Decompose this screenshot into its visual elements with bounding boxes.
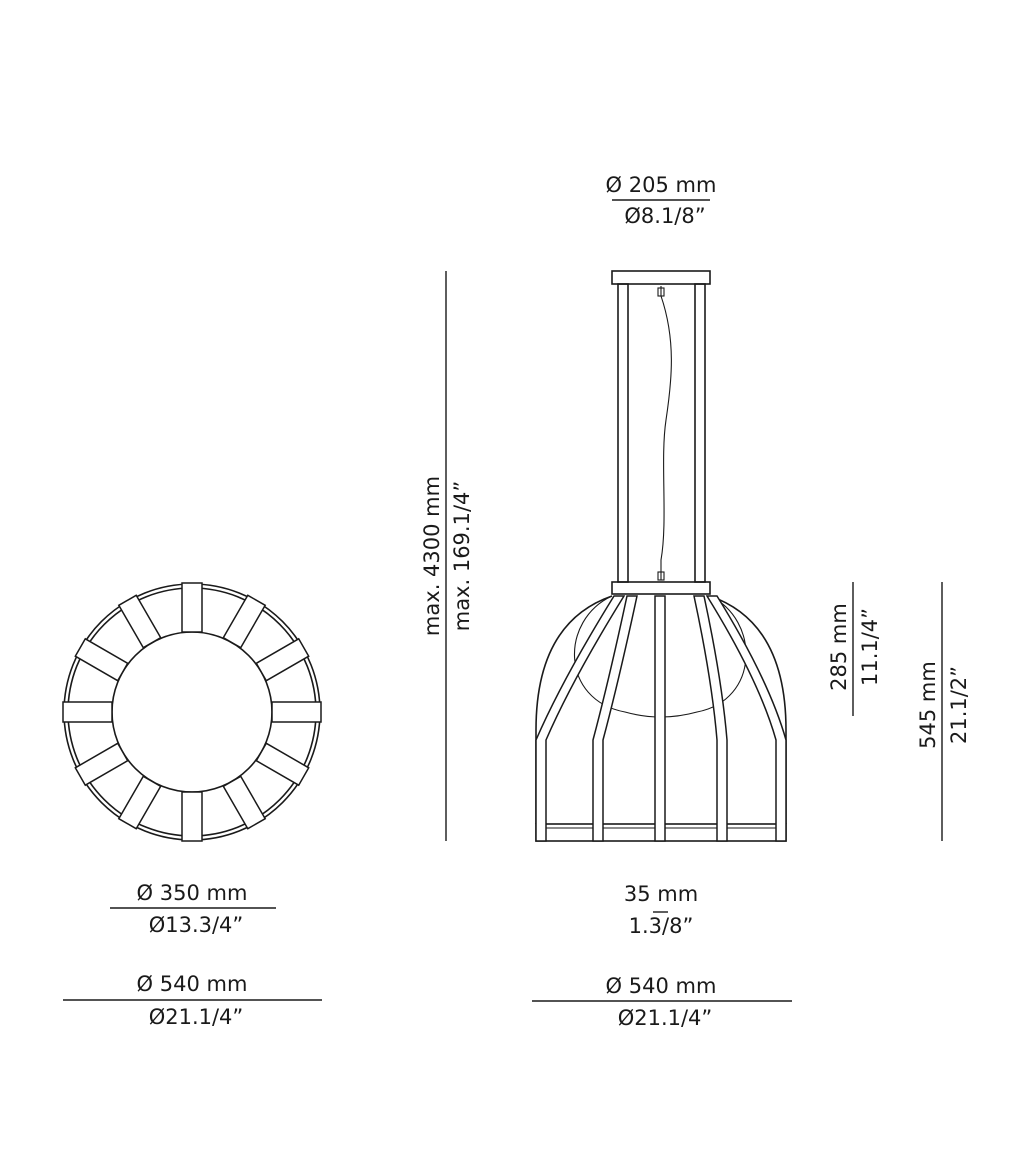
diffuser-height-mm: 285 mm (827, 603, 851, 691)
top-inner-diameter-in: Ø13.3/4” (149, 913, 244, 937)
top-view-rib (74, 637, 129, 682)
top-view (62, 582, 322, 842)
top-view-rib (181, 791, 203, 842)
top-view-rib (271, 701, 322, 723)
shade-outline-left (535, 595, 613, 824)
suspension-rod-right (694, 283, 706, 583)
top-view-rib (181, 582, 203, 633)
max-height-in: max. 169.1/4” (450, 481, 474, 632)
top-outer-diameter-in: Ø21.1/4” (149, 1005, 244, 1029)
top-view-diffuser-ring (111, 631, 273, 793)
shade-outline-right (709, 595, 787, 824)
shade-diameter-mm: Ø 540 mm (606, 974, 717, 998)
top-view-rib (74, 742, 129, 787)
cable-clamp-bottom (657, 571, 665, 581)
suspension-rod-left (617, 283, 629, 583)
max-height-mm: max. 4300 mm (420, 476, 444, 636)
shade-height-mm: 545 mm (916, 661, 940, 749)
top-view-rib (222, 594, 267, 649)
shade-height-in: 21.1/2” (947, 666, 971, 744)
top-view-rib (255, 742, 310, 787)
shade-collar (611, 581, 711, 595)
shade-rib (535, 595, 626, 842)
top-view-rib (117, 775, 162, 830)
cable-clamp-top (657, 287, 665, 297)
top-view-rib (255, 637, 310, 682)
side-view (535, 270, 787, 842)
shade-rib (693, 595, 728, 842)
shade-rib (654, 595, 666, 842)
diffuser-height-in: 11.1/4” (858, 608, 882, 686)
rib-width-mm: 35 mm (624, 882, 698, 906)
canopy-diameter-mm: Ø 205 mm (606, 173, 717, 197)
top-view-rib (62, 701, 113, 723)
top-view-rib (117, 594, 162, 649)
shade-rib (592, 595, 638, 842)
shade-diameter-in: Ø21.1/4” (618, 1006, 713, 1030)
top-view-rib (222, 775, 267, 830)
canopy (611, 270, 711, 285)
top-view-ribs (62, 582, 322, 842)
canopy-diameter-in: Ø8.1/8” (624, 204, 705, 228)
power-cable (660, 286, 672, 580)
rib-width-in: 1.3/8” (629, 914, 694, 938)
shade-rib (705, 595, 787, 842)
top-outer-diameter-mm: Ø 540 mm (137, 972, 248, 996)
top-inner-diameter-mm: Ø 350 mm (137, 881, 248, 905)
shade-ribs (535, 595, 787, 842)
